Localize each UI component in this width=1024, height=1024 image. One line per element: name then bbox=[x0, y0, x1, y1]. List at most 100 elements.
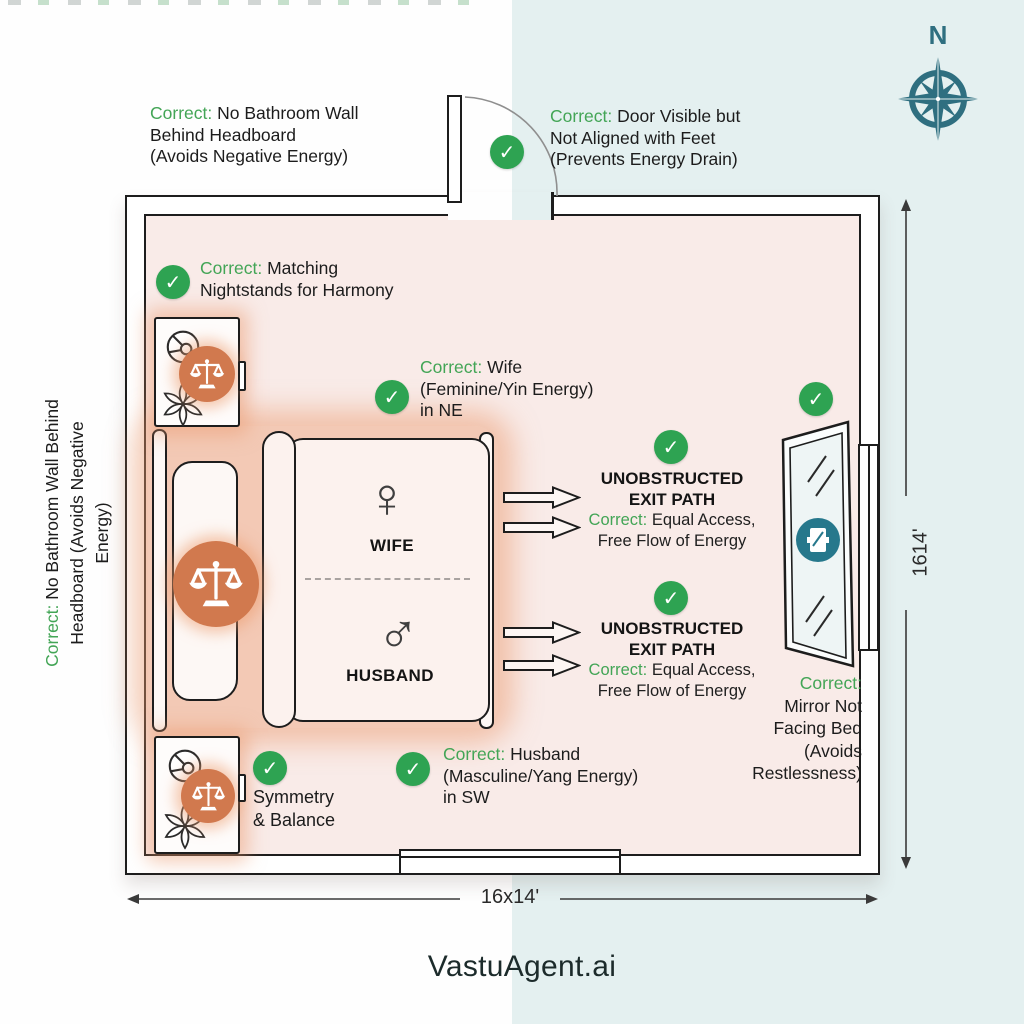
correct-prefix: Correct: bbox=[150, 103, 213, 123]
wife-label: WIFE bbox=[369, 536, 415, 555]
correct-prefix: Correct: bbox=[42, 604, 62, 667]
annotation-wife-ne: Correct: Wife (Feminine/Yin Energy) in N… bbox=[420, 357, 640, 422]
annotation-text: Wife bbox=[487, 357, 523, 377]
check-glyph: ✓ bbox=[404, 758, 422, 781]
annotation-husband-sw: Correct: Husband (Masculine/Yang Energy)… bbox=[443, 744, 683, 809]
door-leaf bbox=[447, 95, 462, 203]
door-jamb bbox=[551, 192, 554, 220]
annotation-text: Nightstands for Harmony bbox=[200, 279, 394, 300]
annotation-no-bathroom-wall-left: Correct: No Bathroom Wall Behind Headboa… bbox=[40, 375, 120, 691]
annotation-text: Husband bbox=[510, 744, 581, 764]
check-glyph: ✓ bbox=[164, 271, 182, 294]
annotation-text: Restlessness) bbox=[752, 763, 862, 783]
annotation-text: Energy) bbox=[92, 502, 112, 564]
door-opening-right bbox=[512, 192, 553, 220]
window-right-wall bbox=[858, 444, 879, 651]
check-icon: ✓ bbox=[799, 382, 833, 416]
balance-scales-badge bbox=[173, 541, 259, 627]
correct-prefix: Correct: bbox=[588, 511, 648, 529]
scales-icon bbox=[188, 556, 244, 612]
compass-rose-icon bbox=[895, 54, 981, 144]
annotation-door-visible: Correct: Door Visible but Not Aligned wi… bbox=[550, 106, 790, 171]
check-icon: ✓ bbox=[654, 581, 688, 615]
check-icon: ✓ bbox=[156, 265, 190, 299]
annotation-text: Symmetry bbox=[253, 787, 334, 807]
exit-path-block-top: UNOBSTRUCTED EXIT PATH Correct: Equal Ac… bbox=[562, 468, 782, 552]
correct-prefix: Correct: bbox=[799, 673, 862, 693]
mirror-badge bbox=[796, 518, 840, 562]
height-dimension-label: 1614' bbox=[909, 528, 932, 577]
correct-prefix: Correct: bbox=[443, 744, 506, 764]
correct-prefix: Correct: bbox=[550, 106, 613, 126]
cropped-text-artifact bbox=[8, 0, 478, 5]
annotation-text: Matching bbox=[267, 258, 339, 278]
annotation-text: Equal Access, bbox=[651, 661, 756, 679]
scales-icon bbox=[189, 356, 225, 392]
annotation-matching-nightstands: Correct: Matching Nightstands for Harmon… bbox=[200, 258, 440, 301]
mirror-icon bbox=[796, 518, 840, 562]
annotation-text: Mirror Not bbox=[784, 695, 862, 716]
annotation-text: in SW bbox=[443, 787, 490, 807]
room-walls bbox=[125, 195, 880, 875]
annotation-symmetry-balance: Symmetry & Balance bbox=[253, 786, 393, 832]
check-glyph: ✓ bbox=[498, 141, 516, 164]
check-icon: ✓ bbox=[396, 752, 430, 786]
correct-prefix: Correct: bbox=[420, 357, 483, 377]
annotation-text: in NE bbox=[420, 400, 463, 420]
correct-prefix: Correct: bbox=[200, 258, 263, 278]
correct-prefix: Correct: bbox=[588, 661, 648, 679]
bed-headboard bbox=[152, 429, 167, 732]
annotation-text: (Prevents Energy Drain) bbox=[550, 149, 738, 169]
annotation-text: No Bathroom Wall bbox=[217, 103, 359, 123]
window-mullion bbox=[401, 856, 619, 858]
annotation-text: Facing Bed bbox=[773, 718, 862, 738]
balance-scales-badge bbox=[181, 769, 235, 823]
scales-icon bbox=[191, 779, 226, 814]
annotation-text: (Feminine/Yin Energy) bbox=[420, 378, 594, 399]
female-symbol-icon: ♀ bbox=[366, 466, 408, 529]
check-glyph: ✓ bbox=[662, 587, 680, 610]
bed-mattress bbox=[285, 438, 490, 722]
annotation-text: Not Aligned with Feet bbox=[550, 127, 716, 148]
annotation-text: Free Flow of Energy bbox=[597, 682, 747, 700]
annotation-text: Headboard (Avoids Negative bbox=[67, 421, 87, 645]
nightstand-handle bbox=[238, 774, 246, 802]
brand-logo: VastuAgent.ai bbox=[427, 950, 617, 983]
exit-path-title: EXIT PATH bbox=[628, 640, 716, 659]
annotation-text: Door Visible but bbox=[617, 106, 741, 126]
exit-path-title: UNOBSTRUCTED bbox=[600, 469, 744, 488]
check-icon: ✓ bbox=[375, 380, 409, 414]
annotation-text: Free Flow of Energy bbox=[597, 532, 747, 550]
nightstand-top bbox=[154, 317, 246, 427]
exit-path-block-bottom: UNOBSTRUCTED EXIT PATH Correct: Equal Ac… bbox=[562, 618, 782, 702]
window-bottom-wall bbox=[399, 849, 621, 875]
exit-path-title: UNOBSTRUCTED bbox=[600, 619, 744, 638]
bed-blanket-fold bbox=[262, 431, 296, 728]
annotation-text: No Bathroom Wall Behind bbox=[42, 399, 62, 600]
check-icon: ✓ bbox=[654, 430, 688, 464]
annotation-text: Behind Headboard bbox=[150, 124, 296, 145]
check-glyph: ✓ bbox=[261, 757, 279, 780]
annotation-text: (Avoids Negative Energy) bbox=[150, 146, 349, 166]
check-icon: ✓ bbox=[253, 751, 287, 785]
window-mullion bbox=[867, 446, 870, 649]
annotation-text: & Balance bbox=[253, 810, 336, 830]
check-glyph: ✓ bbox=[807, 388, 825, 411]
annotation-no-bathroom-wall-top: Correct: No Bathroom Wall Behind Headboa… bbox=[150, 103, 410, 168]
balance-scales-badge bbox=[179, 346, 235, 402]
annotation-text: (Masculine/Yang Energy) bbox=[443, 765, 639, 786]
annotation-text: (Avoids bbox=[803, 740, 862, 761]
width-dimension-label: 16x14' bbox=[480, 886, 540, 908]
annotation-mirror-not-facing: Correct: Mirror Not Facing Bed (Avoids R… bbox=[700, 672, 862, 785]
compass-north-label: N bbox=[928, 20, 948, 50]
bed-divider-line bbox=[305, 578, 470, 580]
exit-path-title: EXIT PATH bbox=[628, 490, 716, 509]
husband-label: HUSBAND bbox=[346, 666, 434, 685]
check-glyph: ✓ bbox=[383, 386, 401, 409]
nightstand-bottom bbox=[154, 736, 246, 854]
check-glyph: ✓ bbox=[662, 436, 680, 459]
annotation-text: Equal Access, bbox=[651, 511, 756, 529]
male-symbol-icon: ♂ bbox=[377, 600, 419, 663]
check-icon: ✓ bbox=[490, 135, 524, 169]
